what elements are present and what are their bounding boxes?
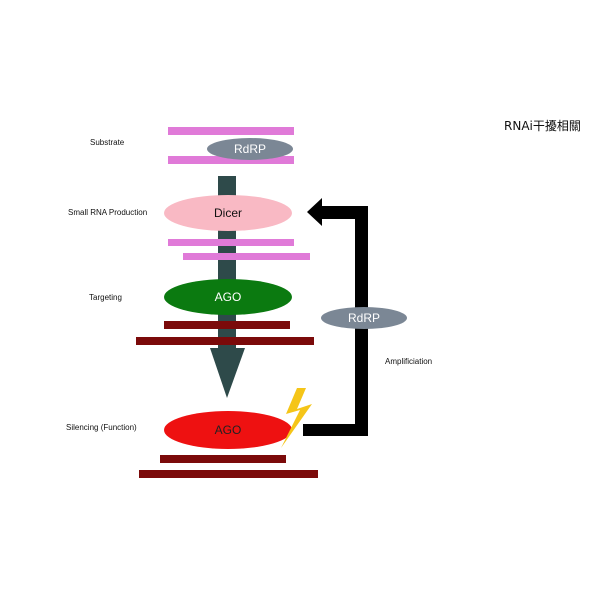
stage-label-small-rna-production: Small RNA Production <box>68 208 147 217</box>
target-strand-top <box>164 321 290 329</box>
diagram-title: RNAi干擾相關 <box>504 119 581 133</box>
loop-arrow-bottom <box>303 424 368 436</box>
rdrp-ellipse <box>207 138 293 160</box>
ago-silencing-ellipse <box>164 411 292 449</box>
loop-arrow-top <box>318 206 368 219</box>
target-strand-bottom <box>136 337 314 345</box>
cleaved-strand-top <box>160 455 286 463</box>
ago-targeting-ellipse <box>164 279 292 315</box>
dicer-ellipse <box>164 195 292 231</box>
rdrp-substrate-node: RdRP <box>207 138 293 160</box>
lightning-icon <box>281 388 312 448</box>
ago-targeting-label: AGO <box>215 290 242 304</box>
amplification-label: Amplificiation <box>385 357 432 366</box>
cleaved-strand-bottom <box>139 470 318 478</box>
small-rna-strand-top <box>168 239 294 246</box>
ago-silencing-node: AGO <box>164 411 292 449</box>
rdrp-loop-label: RdRP <box>348 311 380 325</box>
loop-arrow-head <box>307 198 322 226</box>
rdrp-label: RdRP <box>234 142 266 156</box>
small-rna-strand-bottom <box>183 253 310 260</box>
stage-label-silencing: Silencing (Function) <box>66 423 137 432</box>
stage-label-targeting: Targeting <box>89 293 122 302</box>
substrate-strand-top <box>168 127 294 135</box>
ago-silencing-label: AGO <box>215 423 242 437</box>
ago-targeting-node: AGO <box>164 279 292 315</box>
stage-label-substrate: Substrate <box>90 138 125 147</box>
main-arrow-head <box>210 348 245 398</box>
rdrp-loop-ellipse <box>321 307 407 329</box>
substrate-strand-bottom <box>168 156 294 164</box>
dicer-label: Dicer <box>214 206 242 220</box>
rdrp-loop-node: RdRP <box>321 307 407 329</box>
dicer-node: Dicer <box>164 195 292 231</box>
